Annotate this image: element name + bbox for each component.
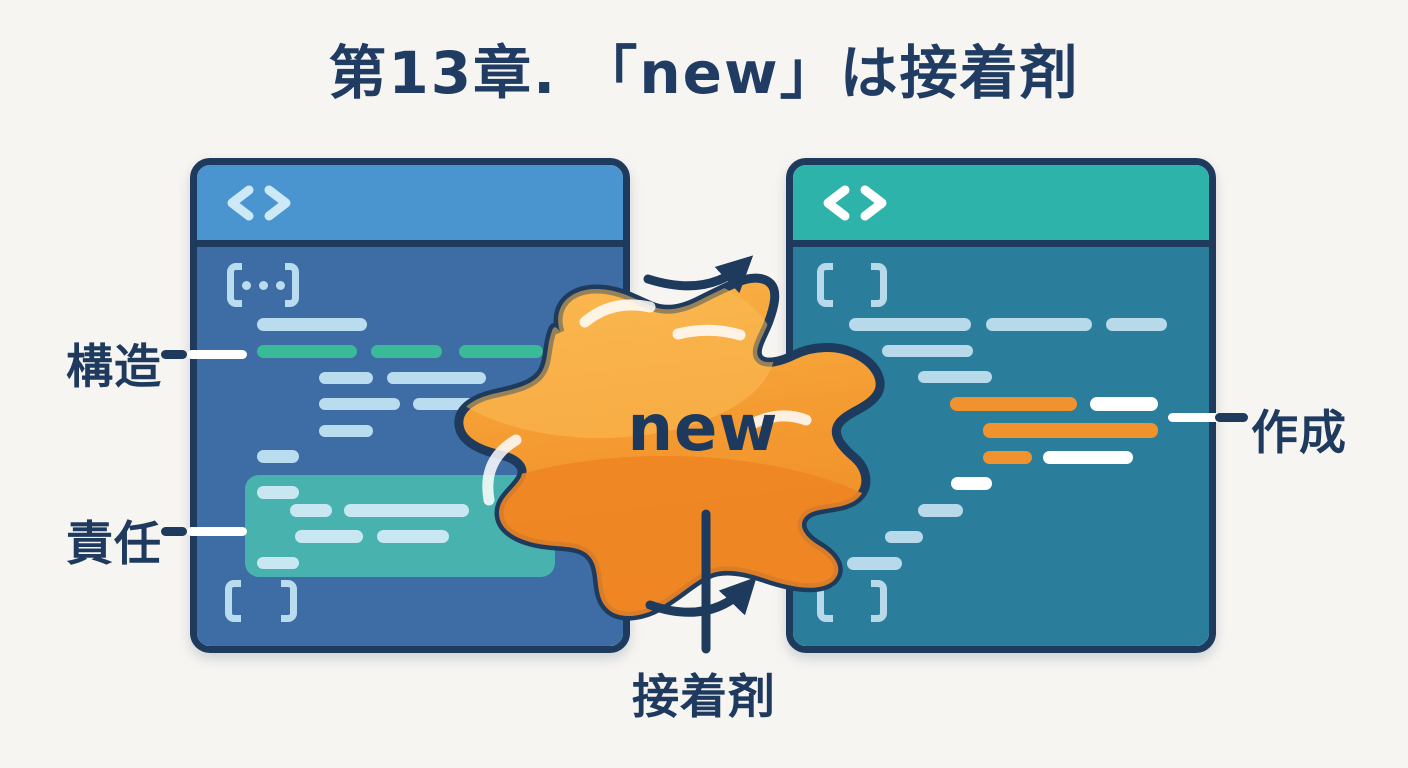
right-window-header <box>793 165 1209 247</box>
responsibility-connector-dash <box>161 527 187 536</box>
left-window-body <box>197 247 623 646</box>
structure-connector-dash <box>161 350 187 359</box>
label-responsibility: 責任 <box>66 517 162 572</box>
label-glue: 接着剤 <box>632 670 776 725</box>
structure-connector-line <box>187 350 247 359</box>
creation-connector-line <box>1168 413 1224 422</box>
code-chevrons-icon <box>227 185 291 220</box>
right-window-body <box>793 247 1209 646</box>
blob-new-label: new <box>627 392 779 466</box>
curved-arrow-bottom-icon <box>645 576 757 617</box>
left-window-header <box>197 165 623 247</box>
code-chevrons-icon <box>823 185 887 220</box>
creation-connector-dash <box>1215 413 1248 422</box>
label-creation: 作成 <box>1251 406 1347 461</box>
label-structure: 構造 <box>66 340 162 395</box>
curved-arrow-top-icon <box>643 255 754 294</box>
page-title: 第13章. 「new」は接着剤 <box>328 39 1080 107</box>
responsibility-connector-line <box>187 527 247 536</box>
left-code-window <box>190 158 630 653</box>
right-code-window <box>786 158 1216 653</box>
